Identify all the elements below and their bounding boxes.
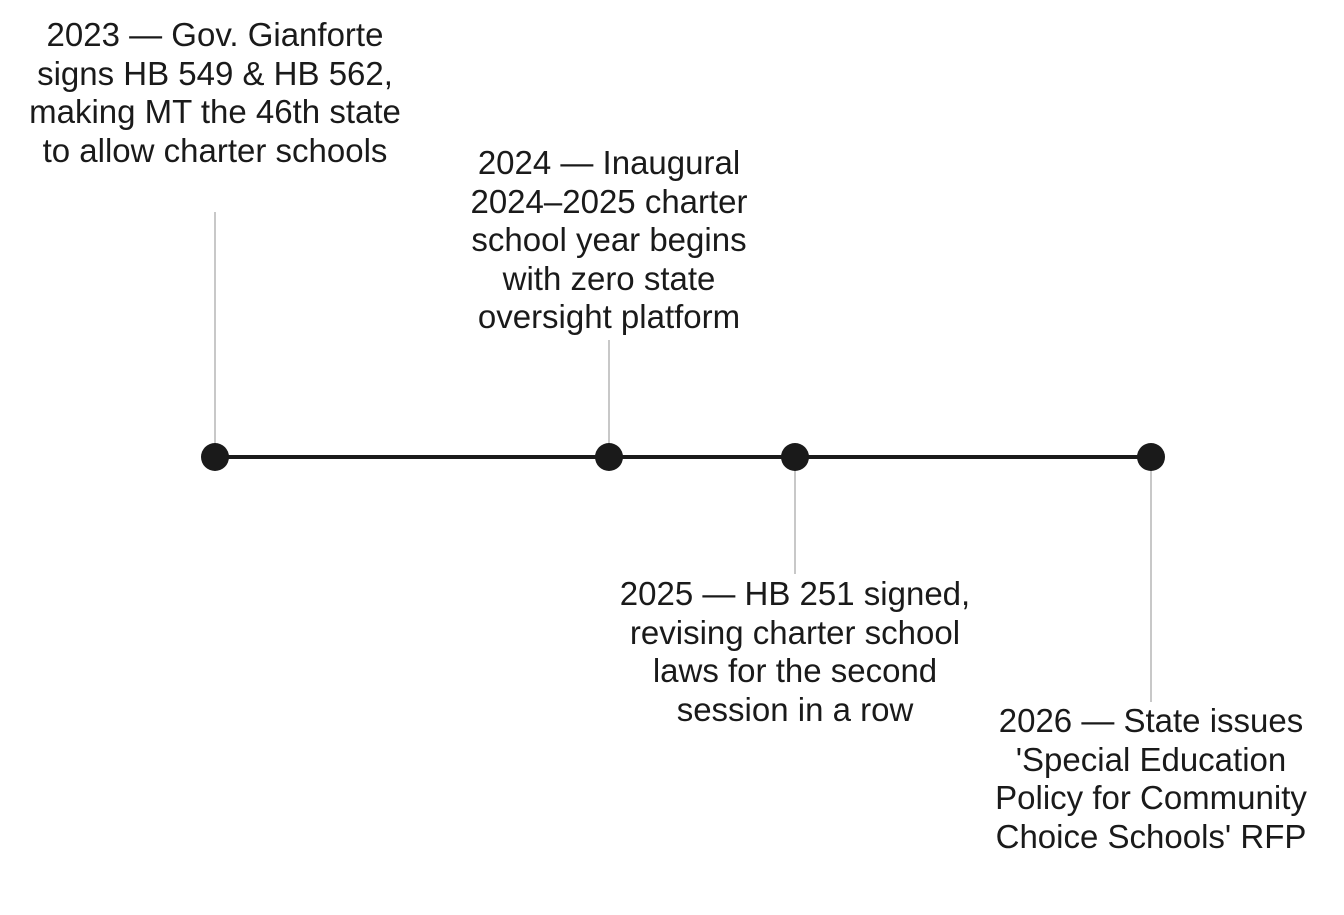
event-label-2023: 2023 — Gov. Gianforte signs HB 549 & HB … <box>29 16 401 169</box>
event-dot-2025 <box>781 443 809 471</box>
event-dot-2024 <box>595 443 623 471</box>
event-label-2024: 2024 — Inaugural 2024–2025 charter schoo… <box>470 144 748 335</box>
event-dot-2023 <box>201 443 229 471</box>
event-dot-2026 <box>1137 443 1165 471</box>
event-label-2025: 2025 — HB 251 signed, revising charter s… <box>619 575 971 728</box>
event-label-2026: 2026 — State issues 'Special Education P… <box>995 702 1307 855</box>
